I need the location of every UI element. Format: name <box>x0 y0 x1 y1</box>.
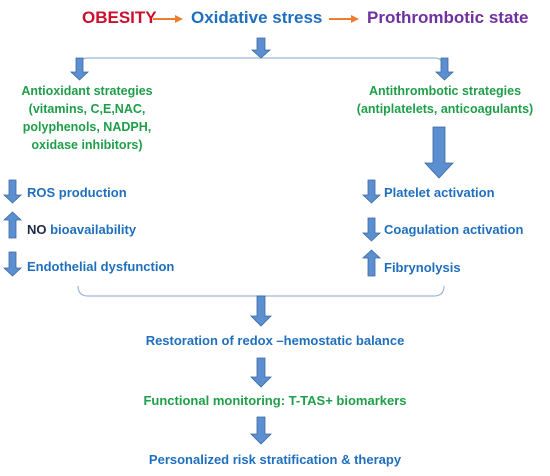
arrow-down-top <box>250 37 272 59</box>
arrow-down-antithrombotic-small <box>434 57 455 81</box>
personalized-therapy-label: Personalized risk stratification & thera… <box>148 452 402 467</box>
antithrombotic-line: Antithrombotic strategies <box>368 84 522 98</box>
arrow-down-ros <box>2 179 23 204</box>
fibrinolysis-label: Fibrynolysis <box>384 260 461 275</box>
functional-monitoring-label: Functional monitoring: T-TAS+ biomarkers <box>143 393 407 408</box>
obesity-label: OBESITY <box>82 8 157 27</box>
antithrombotic-line: (antiplatelets, anticoagulants) <box>356 102 534 116</box>
antioxidant-strategies-box: Antioxidant strategies (vitamins, C,E,NA… <box>6 82 168 154</box>
orange-arrow-1 <box>153 15 183 23</box>
arrow-down-antioxidant <box>69 57 90 81</box>
antithrombotic-strategies-box: Antithrombotic strategies (antiplatelets… <box>344 82 546 118</box>
oxidative-stress-label: Oxidative stress <box>191 8 323 27</box>
arrow-down-platelet <box>361 179 382 204</box>
arrow-up-no <box>2 211 23 239</box>
arrow-down-restoration <box>250 295 272 327</box>
bottom-bracket <box>77 285 445 297</box>
antioxidant-line: (vitamins, C,E,NAC, <box>28 102 146 116</box>
top-bracket <box>77 57 445 69</box>
coagulation-activation-label: Coagulation activation <box>384 222 524 237</box>
arrow-down-monitoring <box>250 357 272 388</box>
antioxidant-line: Antioxidant strategies <box>21 84 153 98</box>
no-bioavailability-label: NO bioavailability <box>27 223 136 236</box>
ros-production-label: ROS production <box>27 185 127 200</box>
platelet-activation-label: Platelet activation <box>384 185 495 200</box>
no-bioavailability-text: bioavailability <box>46 222 137 237</box>
orange-arrow-2 <box>329 15 359 23</box>
antioxidant-line: oxidase inhibitors) <box>31 138 143 152</box>
antioxidant-line: polyphenols, NADPH, <box>22 120 152 134</box>
no-prefix: NO <box>27 222 47 237</box>
arrow-down-antithrombotic-large <box>424 126 454 179</box>
prothrombotic-state-label: Prothrombotic state <box>367 8 529 27</box>
restoration-label: Restoration of redox –hemostatic balance <box>145 333 405 348</box>
arrow-up-fibrinolysis <box>361 249 382 277</box>
arrow-down-coagulation <box>361 217 382 242</box>
arrow-down-personalized <box>250 416 272 445</box>
arrow-down-endothelial <box>2 251 23 277</box>
endothelial-dysfunction-label: Endothelial dysfunction <box>27 259 175 274</box>
